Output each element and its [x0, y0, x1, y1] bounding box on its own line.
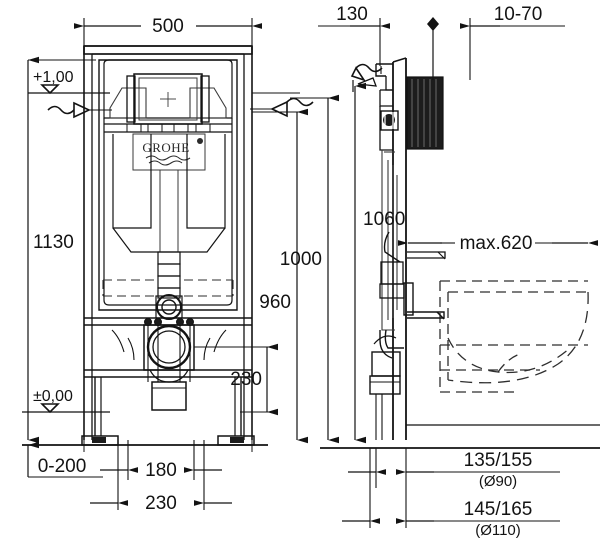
dimension-180: 180	[100, 440, 222, 481]
wc-bowl-hidden-outline	[439, 280, 589, 393]
brand-logo-text: GROHE	[142, 140, 189, 155]
dimension-max-620: max.620	[398, 233, 598, 254]
dim-label-135-155: 135/155	[464, 450, 533, 471]
dimension-230-right: 230	[194, 343, 278, 416]
grohe-logo-panel: GROHE	[132, 133, 206, 171]
dim-label-max-620: max.620	[460, 233, 533, 254]
dimension-1130: 1130	[27, 56, 96, 444]
dim-label-1060: 1060	[363, 209, 405, 230]
cistern-tank-body	[98, 59, 238, 311]
dim-label-145-165: 145/165	[464, 499, 533, 520]
dim-label-500: 500	[152, 16, 184, 37]
level-triangle-icon	[40, 403, 60, 414]
dim-label-10-70: 10-70	[494, 4, 543, 25]
dimension-0-200: 0-200	[27, 441, 103, 478]
dim-label-0-200: 0-200	[38, 456, 87, 477]
dimension-145-165: 145/165 (Ø110)	[342, 448, 560, 539]
dimension-10-70: 10-70	[460, 4, 565, 80]
center-point-icon	[427, 17, 439, 31]
hidden-outline-upper	[102, 279, 234, 297]
tank-lower-funnel	[112, 134, 226, 299]
brand-logo-dot	[197, 138, 203, 144]
dim-label-180: 180	[145, 460, 177, 481]
water-level-top-marker: +1,00	[28, 69, 110, 95]
dim-label-230-right: 230	[230, 369, 262, 390]
side-view	[320, 57, 600, 449]
insulation-ribs	[411, 79, 437, 147]
dim-label-230-bottom: 230	[145, 493, 177, 514]
dim-label-1000: 1000	[280, 249, 322, 270]
insulation-block	[406, 76, 444, 150]
dimension-960: 960	[252, 108, 308, 444]
level-label-top: +1,00	[33, 69, 74, 86]
water-supply-left-icon	[47, 101, 112, 119]
wall-bracket-detail	[403, 251, 446, 316]
anchor-bolt-studs	[111, 318, 227, 382]
extension-lines-misc	[83, 92, 300, 452]
dim-label-960: 960	[259, 292, 291, 313]
flush-plate-shelf	[104, 123, 232, 133]
dimension-230-bottom: 230	[90, 440, 232, 514]
center-axis-mark	[427, 17, 439, 80]
level-label-zero: ±0,00	[33, 388, 73, 405]
dimension-1060: 1060	[354, 82, 405, 444]
dim-label-d90: (Ø90)	[479, 473, 517, 490]
dimension-500: 500	[74, 16, 262, 50]
dim-label-1130: 1130	[33, 232, 74, 253]
dim-label-130: 130	[336, 4, 368, 25]
side-cistern-inner	[381, 150, 398, 331]
level-triangle-icon	[40, 84, 60, 95]
water-level-zero-marker: ±0,00	[22, 388, 110, 414]
wc-mount-bracket	[407, 311, 445, 320]
side-lower-elbow	[369, 329, 404, 440]
dimension-135-155: 135/155 (Ø90)	[348, 448, 560, 492]
dimension-130: 130	[318, 4, 390, 66]
side-upper-body	[379, 106, 399, 151]
frame-legs-and-feet	[81, 377, 255, 446]
dim-label-d110: (Ø110)	[475, 522, 521, 539]
water-supply-side-icon	[350, 63, 383, 92]
